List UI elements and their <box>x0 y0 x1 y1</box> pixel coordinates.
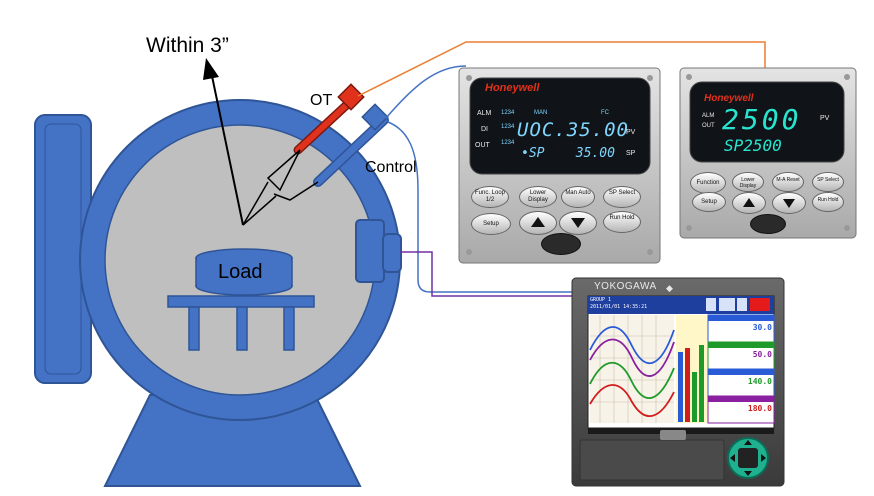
controller-right-content: Honeywell ALM OUT 2500 SP2500 PV Functio… <box>680 68 856 238</box>
side-port <box>355 219 385 283</box>
setup-label: Setup <box>483 221 499 227</box>
up-arrow-icon <box>743 198 755 207</box>
sp-select-button[interactable]: SP Select <box>812 172 844 192</box>
indicator-out: OUT <box>702 123 715 129</box>
channel-2-value: 50.0 <box>752 350 772 359</box>
recorder-group: GROUP 1 <box>590 297 612 303</box>
sp-select-label: SP Select <box>608 190 636 196</box>
function-button[interactable]: Function <box>690 172 726 194</box>
trend-green <box>589 362 675 399</box>
down-arrow-button[interactable] <box>772 192 806 214</box>
controller-left-display <box>469 77 651 175</box>
indicator-out-num: 1234 <box>501 140 515 146</box>
up-arrow-button[interactable] <box>732 192 766 214</box>
indicator-di: DI <box>481 126 488 133</box>
man-auto-button[interactable]: Man Auto <box>561 186 595 208</box>
load-tray <box>167 295 315 351</box>
controller-right-brand: Honeywell <box>704 93 754 104</box>
infrared-port <box>541 233 581 255</box>
run-hold-label: Run Hold <box>817 197 839 203</box>
controller-right-pv-display: 2500 <box>722 103 802 136</box>
indicator-out: OUT <box>475 142 490 149</box>
control-probe <box>313 103 389 187</box>
lower-display-button[interactable]: Lower Display <box>732 172 764 192</box>
distance-arrow <box>203 58 244 226</box>
recorder-nav-pad <box>727 437 769 479</box>
control-wire-return <box>417 238 576 293</box>
channel-1-value: 30.0 <box>752 323 772 332</box>
load-label: Load <box>218 261 263 283</box>
trend-blue <box>589 326 675 365</box>
channel-4-value: 180.0 <box>747 404 772 413</box>
sp-label: SP <box>626 150 636 157</box>
sp-select-button[interactable]: SP Select <box>603 186 641 208</box>
lower-display-label: Lower Display <box>739 177 757 189</box>
yokogawa-logo-icon: ◆ <box>666 283 673 293</box>
indicator-di-num: 1234 <box>501 124 515 130</box>
control-label: Control <box>365 159 417 176</box>
trend-red <box>589 384 675 417</box>
controller-left-pv-display: UOC.35.00 <box>517 119 629 141</box>
controller-right <box>679 67 857 239</box>
sp-select-label: SP Select <box>817 177 839 183</box>
setup-button[interactable]: Setup <box>471 213 511 235</box>
recorder-content: YOKOGAWA ◆ GROUP 1 2011/01/01 14:35:21 3… <box>572 278 784 486</box>
ot-wire <box>357 41 766 97</box>
load-drum <box>195 248 293 296</box>
pv-label: PV <box>820 115 830 122</box>
ot-probe <box>293 83 365 155</box>
indicator-alm-num: 1234 <box>501 110 515 116</box>
down-arrow-button[interactable] <box>559 211 597 235</box>
controller-left-brand: Honeywell <box>485 82 540 94</box>
setup-button[interactable]: Setup <box>692 192 726 212</box>
channel-panels <box>707 314 775 424</box>
m-a-reset-button[interactable]: M-A Reset <box>772 172 804 192</box>
lower-display-button[interactable]: Lower Display <box>519 186 557 208</box>
indicator-alm: ALM <box>477 110 492 117</box>
down-arrow-icon <box>571 218 585 228</box>
mode-man: MAN <box>534 110 548 116</box>
m-a-reset-label: M-A Reset <box>776 177 800 183</box>
run-hold-button[interactable]: Run Hold <box>603 211 641 233</box>
run-hold-button[interactable]: Run Hold <box>812 192 844 212</box>
controller-left-content: Honeywell ALM DI OUT 1234 1234 1234 MAN … <box>459 68 660 263</box>
mode-fc: FC <box>601 110 609 116</box>
setup-label: Setup <box>701 199 717 205</box>
ot-label: OT <box>310 92 333 109</box>
lower-display-label: Lower Display <box>528 190 548 203</box>
up-arrow-icon <box>531 217 545 227</box>
recorder-datetime: 2011/01/01 14:35:21 <box>590 304 648 310</box>
pv-label: PV <box>626 129 636 136</box>
func-loop-button[interactable]: Func. Loop 1/2 <box>471 186 509 208</box>
down-arrow-icon <box>783 199 795 208</box>
recorder <box>571 277 785 487</box>
func-loop-label: Func. Loop 1/2 <box>474 190 506 203</box>
side-port-cap <box>382 233 402 273</box>
channel-3-value: 140.0 <box>747 377 772 386</box>
up-arrow-button[interactable] <box>519 211 557 235</box>
function-label: Function <box>696 180 720 186</box>
control-wire <box>385 65 467 238</box>
infrared-port <box>750 214 786 234</box>
indicator-alm: ALM <box>702 113 715 119</box>
recorder-wire <box>400 251 576 297</box>
man-auto-label: Man Auto <box>565 190 591 196</box>
controller-left-sp-display: •SP 35.00 <box>521 146 615 161</box>
controller-right-display <box>689 81 845 163</box>
trend-purple <box>589 338 675 377</box>
probe-tips <box>242 149 319 226</box>
run-hold-label: Run Hold <box>609 215 635 221</box>
distance-label: Within 3” <box>146 34 229 57</box>
recorder-brand: YOKOGAWA <box>594 281 657 292</box>
bar-graphs <box>676 315 708 423</box>
controller-right-sp-display: SP2500 <box>724 136 782 155</box>
